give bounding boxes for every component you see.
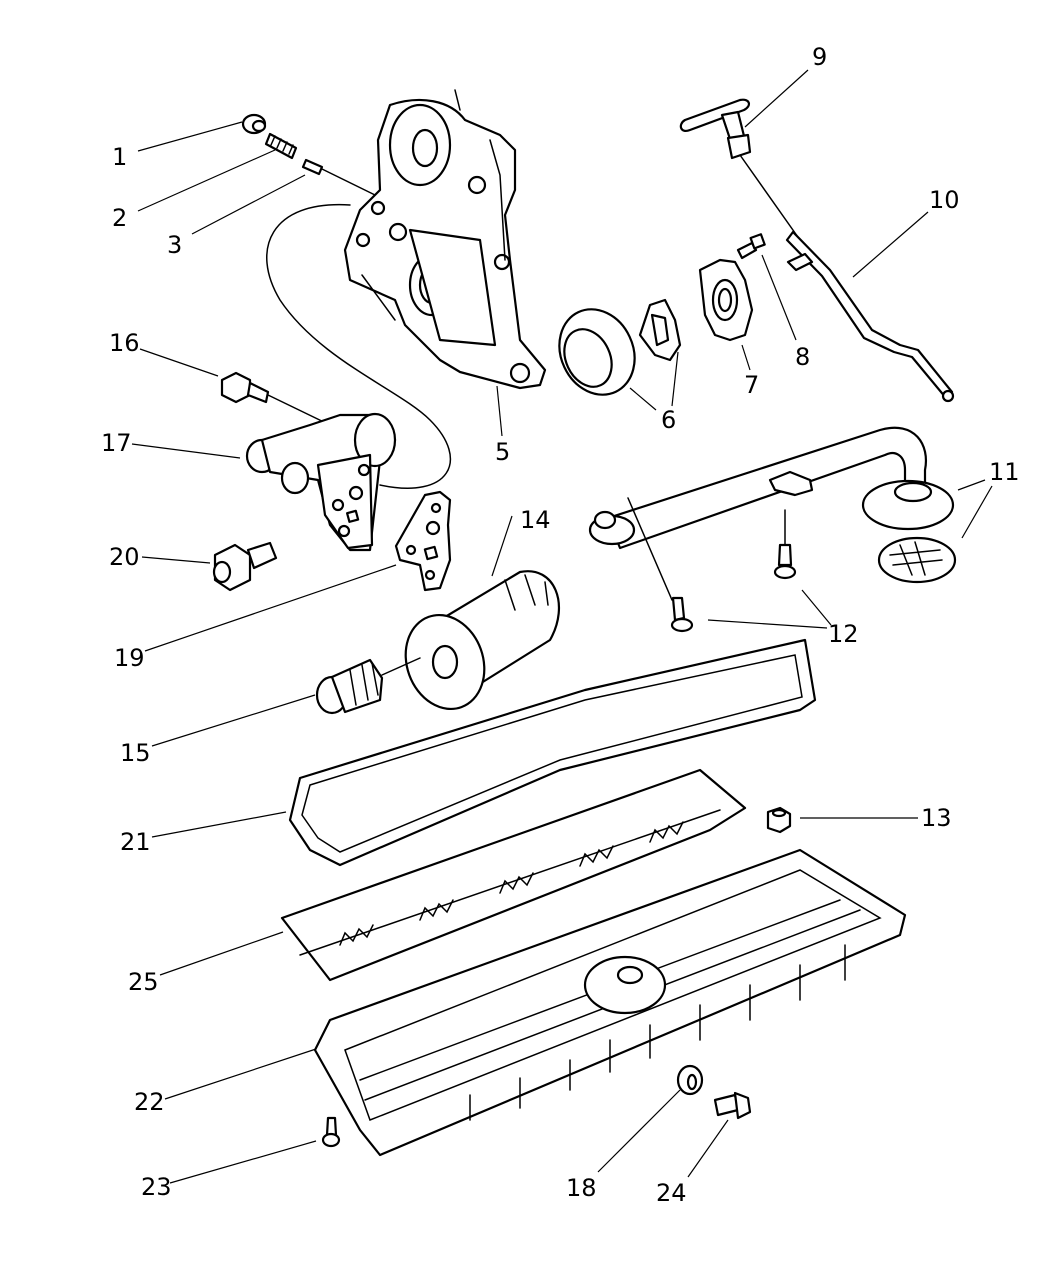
leader-5 (496, 385, 503, 437)
callout-10: 10 (929, 186, 960, 214)
callout-22: 22 (134, 1088, 165, 1116)
part-5-front-cover (343, 89, 547, 390)
part-25-windage-tray (280, 768, 747, 982)
part-7-pump-cover-plate (698, 258, 754, 342)
part-12-pickup-bolts (627, 497, 797, 633)
part-21-oil-pan-gasket (288, 638, 817, 867)
part-15-filter-fitting (315, 657, 421, 715)
leader-15 (151, 694, 316, 747)
leader-2 (137, 149, 276, 212)
part-3-relief-plunger (301, 158, 376, 196)
part-22-oil-pan (313, 848, 907, 1157)
leader-12b (801, 589, 832, 626)
leader-21 (151, 811, 287, 838)
part-17-filter-adapter (245, 412, 397, 552)
leader-25 (159, 931, 284, 976)
leader-1 (137, 121, 243, 152)
leader-19 (144, 564, 397, 652)
callout-1: 1 (112, 143, 127, 171)
callout-20: 20 (109, 543, 140, 571)
part-9-dipstick (679, 98, 801, 241)
leader-11b (961, 485, 993, 539)
callout-15: 15 (120, 739, 151, 767)
callout-5: 5 (495, 438, 510, 466)
part-18-drain-washer (676, 1064, 704, 1096)
part-19-adapter-gasket (394, 490, 452, 592)
part-6-pump-rotors (558, 298, 682, 396)
callout-11: 11 (989, 458, 1020, 486)
drive-outline-curve (266, 204, 452, 489)
callout-2: 2 (112, 204, 127, 232)
callout-3: 3 (167, 231, 182, 259)
callout-24: 24 (656, 1179, 687, 1207)
callout-12: 12 (828, 620, 859, 648)
part-1-relief-valve-cap (241, 113, 267, 135)
callout-7: 7 (744, 371, 759, 399)
leader-22 (164, 1048, 317, 1100)
part-11-oil-pickup-tube (588, 426, 957, 584)
part-8-cover-screw (736, 233, 766, 260)
leader-6a (629, 387, 657, 411)
part-24-drain-plug (713, 1091, 752, 1120)
leader-14 (491, 515, 513, 577)
leader-23 (169, 1140, 317, 1184)
callout-21: 21 (120, 828, 151, 856)
leader-10 (852, 211, 929, 278)
callout-16: 16 (109, 329, 140, 357)
leader-24 (687, 1119, 729, 1178)
part-16-adapter-bolt (220, 371, 331, 426)
part-23-pan-bolt (321, 1116, 341, 1148)
callout-18: 18 (566, 1174, 597, 1202)
part-13-nut (766, 806, 792, 834)
leader-8 (761, 254, 797, 341)
callout-23: 23 (141, 1173, 172, 1201)
callout-9: 9 (812, 43, 827, 71)
callout-8: 8 (795, 343, 810, 371)
part-10-dipstick-tube (785, 230, 955, 403)
callout-14: 14 (520, 506, 551, 534)
callout-17: 17 (101, 429, 132, 457)
callout-labels: 1 2 3 5 6 7 8 9 10 11 12 13 14 15 16 17 … (101, 43, 1020, 1207)
part-14-oil-filter (404, 570, 560, 711)
leader-7 (741, 344, 751, 371)
leader-18 (597, 1089, 681, 1173)
part-20-fitting-plug (212, 541, 278, 592)
leader-3 (191, 174, 306, 235)
leader-6b (671, 351, 679, 407)
part-2-relief-spring (264, 132, 298, 160)
leader-12a (707, 619, 828, 629)
callout-25: 25 (128, 968, 159, 996)
leader-20 (141, 556, 211, 564)
callout-6: 6 (661, 406, 676, 434)
callout-19: 19 (114, 644, 145, 672)
leader-16 (139, 348, 219, 377)
leader-11a (957, 479, 986, 491)
leader-9 (744, 69, 809, 128)
leader-17 (131, 443, 241, 459)
callout-13: 13 (921, 804, 952, 832)
leader-lines (131, 69, 993, 1184)
